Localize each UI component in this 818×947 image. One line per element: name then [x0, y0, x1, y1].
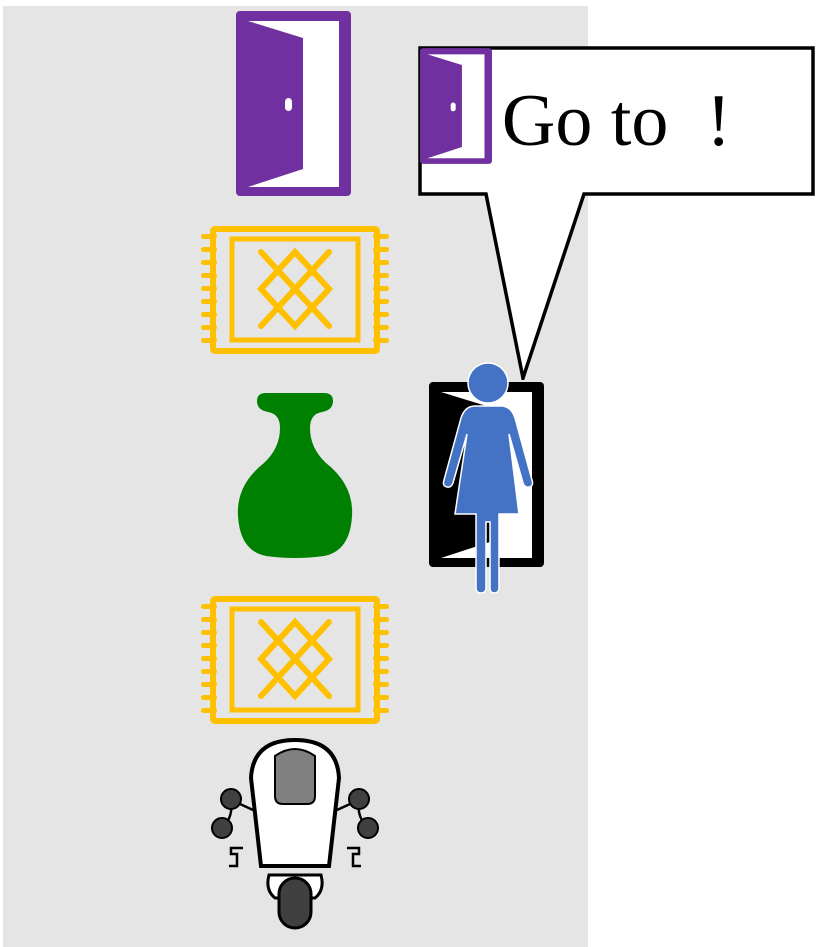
speech-suffix: ! — [706, 79, 732, 162]
rug-icon — [201, 226, 389, 354]
speech-prefix: Go to — [501, 79, 669, 162]
door-icon — [236, 11, 351, 196]
speech-bubble: Go to ! — [418, 46, 815, 380]
rug-icon — [201, 596, 389, 724]
speech-text: Go to ! — [420, 48, 813, 194]
robot-icon — [205, 738, 385, 930]
person-icon — [441, 362, 537, 594]
vase-icon — [236, 393, 354, 558]
